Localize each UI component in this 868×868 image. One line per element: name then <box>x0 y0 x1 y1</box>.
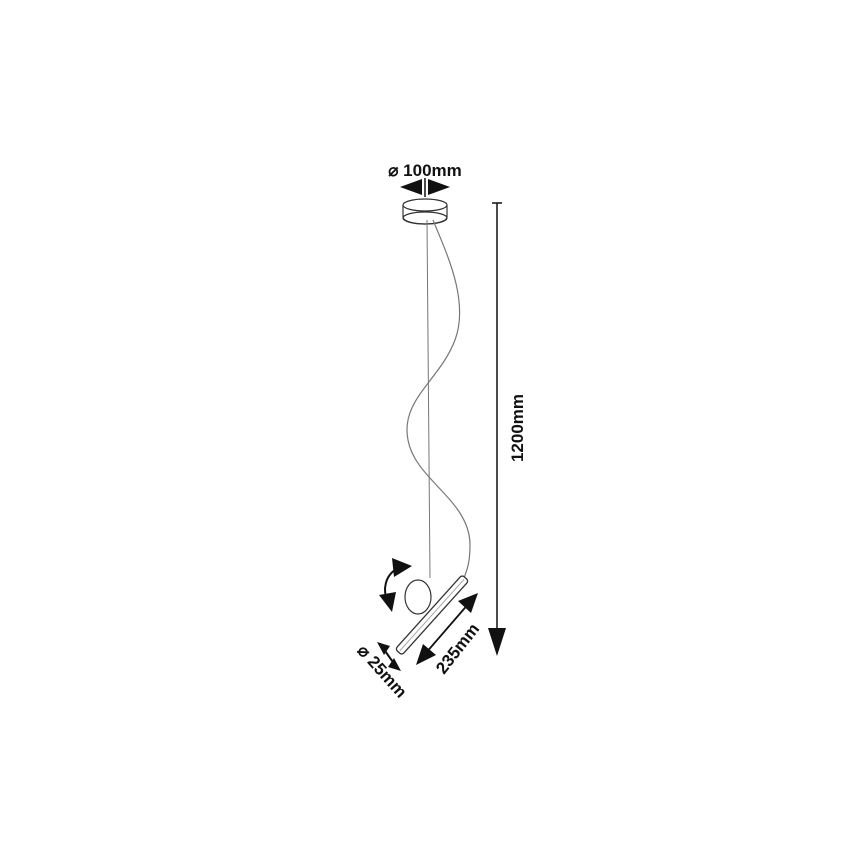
rotation-arrow-icon <box>379 558 412 612</box>
total-height-label: 1200mm <box>508 394 527 462</box>
height-dimension-line <box>488 202 506 656</box>
bar-diameter-arrow <box>377 642 401 671</box>
rotating-disc <box>404 579 432 615</box>
canopy-diameter-label: ⌀ 100mm <box>388 161 462 180</box>
canopy-width-arrow <box>400 178 450 197</box>
ceiling-canopy <box>402 198 448 225</box>
power-cable <box>406 219 471 579</box>
suspension-wire <box>426 219 431 579</box>
light-bar <box>395 575 469 655</box>
bar-length-arrow <box>416 593 478 665</box>
bar-length-label: 235mm <box>432 620 483 678</box>
